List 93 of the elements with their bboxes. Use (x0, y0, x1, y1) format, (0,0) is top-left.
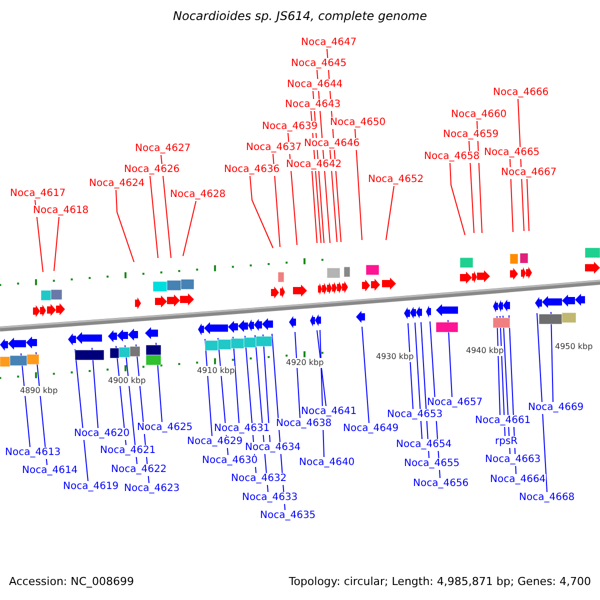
gene-label: Noca_4658 (424, 151, 480, 163)
gene-label: Noca_4653 (387, 409, 443, 421)
gene-label: Noca_4665 (484, 147, 540, 159)
gene-label: Noca_4644 (287, 79, 343, 91)
leader-line (496, 316, 500, 416)
leader-line (20, 352, 30, 448)
leader-line (182, 200, 196, 256)
gene-label: Noca_4657 (427, 397, 483, 409)
gene-label: Noca_4614 (22, 465, 78, 477)
footer-text: Topology: circular; Length: 4,985,871 bp; Genes: 4,700 (288, 575, 591, 588)
gene-label: Noca_4632 (231, 473, 287, 485)
footer-text: Accession: NC_008699 (9, 575, 134, 588)
gene-label: Noca_4640 (299, 457, 355, 469)
gene-label: Noca_4646 (304, 138, 360, 150)
gene-label: Noca_4663 (485, 454, 541, 466)
gene-label: Noca_4637 (246, 142, 302, 154)
leader-line (414, 322, 422, 440)
gene-label: Noca_4626 (124, 164, 180, 176)
scale-label: 4910 kbp (197, 366, 235, 376)
leader-line (232, 336, 240, 424)
gene-label: Noca_4618 (33, 205, 89, 217)
gene-label: Noca_4627 (135, 143, 191, 155)
scale-label: 4890 kbp (20, 386, 58, 396)
leader-line (386, 186, 394, 240)
leader-line (502, 315, 510, 454)
leader-line (160, 154, 172, 258)
gene-label: Noca_4636 (224, 164, 280, 176)
leader-line (316, 330, 326, 406)
gene-label: Noca_4628 (170, 189, 226, 201)
gene-label: Noca_4668 (519, 492, 575, 504)
gene-label: Noca_4661 (475, 415, 531, 427)
gene-label: Noca_4667 (501, 167, 557, 179)
gene-label: Noca_4625 (137, 422, 193, 434)
gene-label: Noca_4629 (187, 436, 243, 448)
gene-label: Noca_4641 (301, 406, 357, 418)
gene-label: Noca_4620 (74, 428, 130, 440)
gene-label: Noca_4645 (291, 58, 347, 70)
leader-line (354, 128, 362, 240)
gene-label: Noca_4630 (202, 455, 258, 467)
gene-label: Noca_4660 (451, 109, 507, 121)
leader-line (250, 176, 274, 248)
gene-label: Noca_4631 (214, 423, 270, 435)
leader-line (272, 154, 280, 248)
scale-label: 4930 kbp (376, 352, 414, 362)
gene-label: Noca_4619 (63, 481, 119, 493)
gene-label: Noca_4669 (528, 402, 584, 414)
leader-line (450, 162, 466, 236)
gene-label: Noca_4634 (245, 442, 301, 454)
leader-line (362, 326, 370, 424)
leader-line (150, 176, 158, 258)
gene-label: Noca_4617 (10, 188, 66, 200)
gene-label: Noca_4623 (124, 483, 180, 495)
leader-line (536, 312, 548, 492)
gene-label: rpsR (495, 436, 518, 448)
leader-line (294, 332, 300, 418)
gene-label: Noca_4650 (330, 117, 386, 129)
leader-line (526, 178, 530, 232)
gene-label: Noca_4659 (443, 129, 499, 141)
scale-label: 4950 kbp (555, 342, 593, 352)
chart-title: Nocardioides sp. JS614, complete genome (172, 9, 428, 24)
gene-label: Noca_4649 (343, 423, 399, 435)
leader-line (468, 140, 474, 234)
gene-label: Noca_4613 (5, 447, 61, 459)
scale-label: 4940 kbp (466, 346, 504, 356)
gene-label: Noca_4621 (100, 445, 156, 457)
gene-label: Noca_4624 (89, 178, 145, 190)
gene-label: Noca_4647 (301, 37, 357, 49)
leader-line (408, 322, 414, 410)
gene-label: Noca_4635 (260, 510, 316, 522)
gene-label: Noca_4666 (493, 87, 549, 99)
gene-label: Noca_4643 (285, 99, 341, 111)
gene-label: Noca_4622 (111, 464, 167, 476)
gene-label: Noca_4642 (286, 159, 342, 171)
leader-line (262, 334, 270, 442)
scale-label: 4900 kbp (108, 376, 146, 386)
scale-label: 4920 kbp (286, 358, 324, 368)
leader-line (92, 347, 98, 428)
leader-line (312, 170, 318, 244)
gene-label: Noca_4654 (396, 439, 452, 451)
leader-line (204, 338, 212, 436)
gene-label: Noca_4664 (490, 474, 546, 486)
gene-label: Noca_4652 (368, 174, 424, 186)
gene-label: Noca_4638 (276, 418, 332, 430)
gene-label: Noca_4656 (413, 478, 469, 490)
gene-label: Noca_4655 (404, 458, 460, 470)
leader-line (330, 150, 338, 242)
gene-label: Noca_4639 (262, 121, 318, 133)
leader-line (54, 216, 60, 272)
leader-line (116, 190, 134, 262)
leader-line (550, 312, 554, 402)
leader-line (448, 320, 452, 398)
gene-label: Noca_4633 (242, 492, 298, 504)
leader-line (156, 342, 162, 422)
